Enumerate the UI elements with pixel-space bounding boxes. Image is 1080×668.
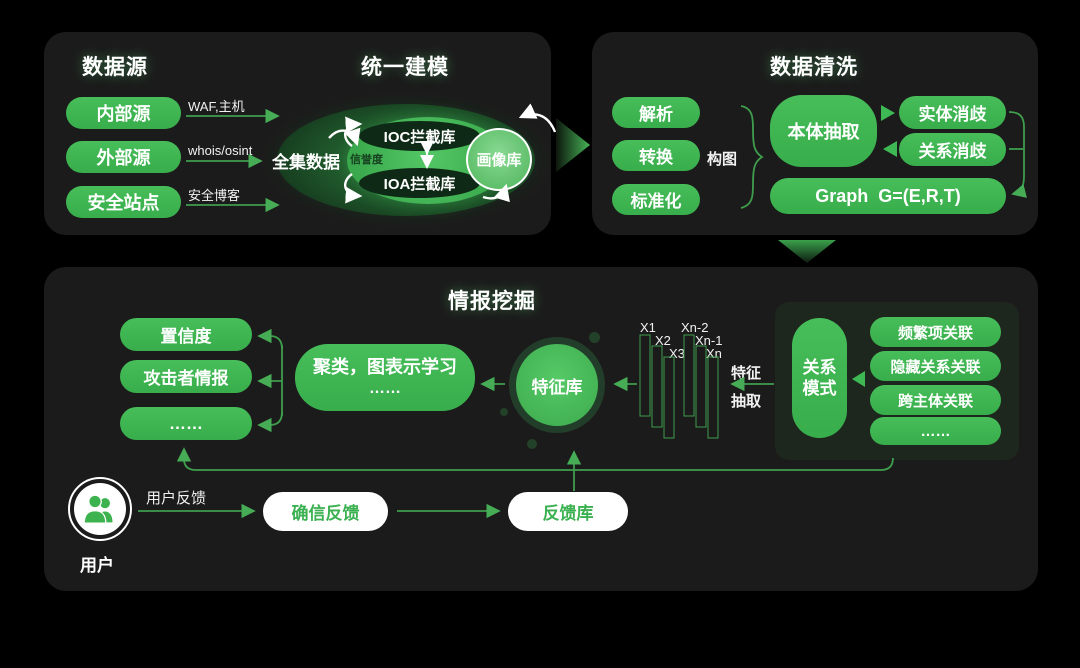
portrait-store: 画像库 xyxy=(466,128,532,191)
label-whois-osint: whois/osint xyxy=(188,143,253,158)
pill-parse: 解析 xyxy=(612,97,700,128)
title-unified-modeling: 统一建模 xyxy=(361,56,449,79)
label-extract: 抽取 xyxy=(731,393,762,410)
pill-external-source: 外部源 xyxy=(66,141,181,173)
label-security-blog: 安全博客 xyxy=(188,188,241,203)
label-compose-graph: 构图 xyxy=(707,151,738,168)
ioa-block: IOA拦截库 xyxy=(359,168,480,198)
panel-flow-arrow-down xyxy=(778,240,836,263)
deco-dot xyxy=(589,332,600,343)
label-feature: 特征 xyxy=(731,365,762,382)
pill-cross-subject-assoc: 跨主体关联 xyxy=(870,385,1001,415)
bar-label-x2: X2 xyxy=(655,333,671,348)
bar-label-xn2: Xn-2 xyxy=(681,320,709,335)
clustering-line2: …… xyxy=(369,379,401,397)
title-intelligence-mining: 情报挖掘 xyxy=(448,290,536,313)
bar-label-xn1: Xn-1 xyxy=(695,333,723,348)
block-clustering: 聚类，图表示学习 …… xyxy=(295,344,475,411)
block-ontology-extraction: 本体抽取 xyxy=(770,95,877,167)
bar-label-x1: X1 xyxy=(640,320,656,335)
pill-more-assoc: …… xyxy=(870,417,1001,445)
relation-pattern-line2: 模式 xyxy=(802,379,837,398)
feature-store: 特征库 xyxy=(516,344,598,426)
title-data-source: 数据源 xyxy=(82,56,148,79)
full-data-label: 全集数据 xyxy=(272,153,340,172)
deco-dot xyxy=(527,439,537,449)
label-waf-host: WAF,主机 xyxy=(188,99,245,114)
arrow-left-triangle-icon xyxy=(852,371,865,387)
pill-graph-formula: Graph G=(E,R,T) xyxy=(770,178,1006,214)
pill-hidden-assoc: 隐藏关系关联 xyxy=(870,351,1001,381)
deco-dot xyxy=(500,408,508,416)
relation-pattern-line1: 关系 xyxy=(802,357,837,377)
user-avatar xyxy=(74,483,126,535)
pill-internal-source: 内部源 xyxy=(66,97,181,129)
pill-relation-disambiguation: 关系消歧 xyxy=(899,133,1006,166)
pill-convert: 转换 xyxy=(612,140,700,171)
title-data-cleaning: 数据清洗 xyxy=(770,56,858,79)
reputation-label: 信誉度 xyxy=(350,154,383,166)
clustering-line1: 聚类，图表示学习 xyxy=(313,357,457,378)
pill-confirm-feedback: 确信反馈 xyxy=(263,492,388,531)
pill-confidence: 置信度 xyxy=(120,318,252,351)
bar-label-xn: Xn xyxy=(706,346,722,361)
user-avatar-ring xyxy=(68,477,132,541)
arrow-left-triangle-icon xyxy=(883,141,897,157)
pill-more-outputs: …… xyxy=(120,407,252,440)
users-icon xyxy=(83,494,113,524)
pill-standardize: 标准化 xyxy=(612,184,700,215)
pill-frequent-assoc: 频繁项关联 xyxy=(870,317,1001,347)
ioc-block: IOC拦截库 xyxy=(359,121,480,151)
pill-relation-pattern: 关系 模式 xyxy=(792,318,847,438)
panel-flow-arrow-right xyxy=(556,118,590,172)
pill-entity-disambiguation: 实体消歧 xyxy=(899,96,1006,129)
label-user-feedback: 用户反馈 xyxy=(146,490,207,507)
pill-attacker-intel: 攻击者情报 xyxy=(120,360,252,393)
pill-feedback-store: 反馈库 xyxy=(508,492,628,531)
arrow-right-triangle-icon xyxy=(881,105,895,121)
pill-security-site: 安全站点 xyxy=(66,186,181,218)
bar-label-x3: X3 xyxy=(669,346,685,361)
user-label: 用户 xyxy=(80,556,114,575)
